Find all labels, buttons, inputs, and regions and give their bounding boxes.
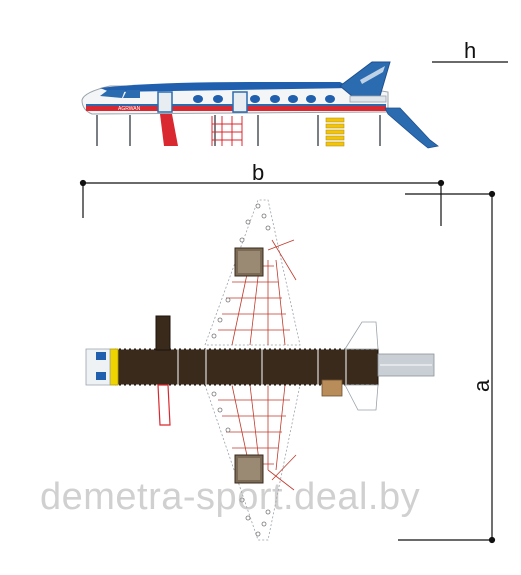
fuselage-text: AGRWAN xyxy=(118,106,141,112)
cockpit-tower xyxy=(155,315,171,351)
door-front xyxy=(157,91,173,113)
watermark: demetra-sport.deal.by xyxy=(40,476,421,518)
length-dimension xyxy=(398,190,496,544)
length-label: a xyxy=(469,379,494,392)
fuselage-top-blue xyxy=(100,82,352,92)
front-slide xyxy=(157,384,171,426)
plan-view xyxy=(85,199,435,541)
width-label: b xyxy=(252,160,264,185)
tail-box xyxy=(321,379,343,397)
cockpit-window xyxy=(100,90,125,98)
anchor-points xyxy=(211,203,271,537)
side-ladder xyxy=(325,117,345,147)
width-dimension xyxy=(79,179,445,226)
side-climbing-net xyxy=(211,116,243,146)
door-mid xyxy=(232,91,248,113)
tail-stabilizer xyxy=(349,95,387,103)
side-windows xyxy=(193,95,335,103)
front-ramp xyxy=(160,114,178,146)
side-view: AGRWAN xyxy=(81,61,439,149)
nose-seat-upper xyxy=(96,352,106,360)
height-label: h xyxy=(464,38,476,63)
rear-slide xyxy=(384,107,439,149)
nose-yellow xyxy=(109,348,119,386)
tail-plan-upper xyxy=(344,321,379,350)
nose-seat-lower xyxy=(96,372,106,380)
tail-plan-lower xyxy=(344,384,379,411)
support-posts xyxy=(96,115,381,146)
